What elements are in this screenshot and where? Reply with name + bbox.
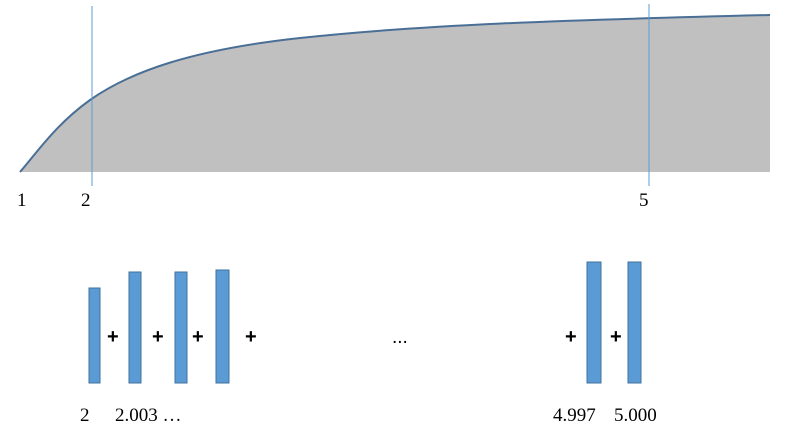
riemann-bar-2 [128,271,142,384]
area-under-curve [20,15,770,172]
axis-label-lower: 2 [81,190,91,211]
bar-label-first: 2 [80,405,90,426]
plus-sign-1: + [107,326,119,348]
plus-sign-5: + [565,326,577,348]
riemann-bar-last [627,261,642,384]
plus-sign-4: + [245,326,257,348]
plus-sign-2: + [152,326,164,348]
riemann-bar-second-last [586,261,602,384]
plus-sign-3: + [192,326,204,348]
bar-label-last: 5.000 [614,405,657,426]
plus-sign-6: + [610,326,622,348]
riemann-bar-1 [88,287,101,384]
riemann-bar-3 [174,271,188,384]
axis-label-start: 1 [17,190,27,211]
bar-label-second: 2.003 … [115,405,182,426]
axis-label-upper: 5 [639,190,649,211]
function-curve [19,14,771,173]
riemann-bar-4 [215,269,230,384]
ellipsis: ... [392,327,408,348]
bar-label-second-last: 4.997 [553,405,596,426]
